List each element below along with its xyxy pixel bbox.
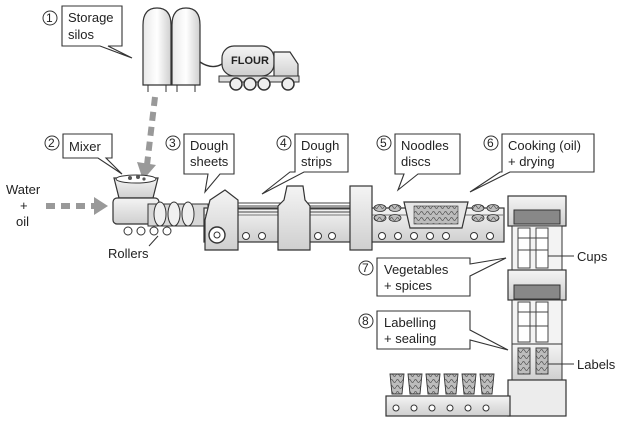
callout-step-2: 2 Mixer (44, 133, 123, 175)
flour-truck: FLOUR (218, 45, 300, 91)
callout-step-5: 5 Noodles discs (376, 133, 461, 192)
labels-label: Labels (577, 357, 616, 372)
oil-label: oil (16, 214, 29, 229)
callout-step-6: 6 Cooking (oil) + drying (469, 133, 595, 193)
rollers (123, 201, 209, 247)
step-6-line2: + drying (508, 154, 555, 169)
step-8-line2: + sealing (384, 331, 436, 346)
noodle-discs (373, 204, 500, 222)
storage-silos (142, 7, 223, 92)
step-6-line1: Cooking (oil) (508, 138, 581, 153)
step-3-line2: sheets (190, 154, 229, 169)
cups-label: Cups (577, 249, 608, 264)
step-2-line1: Mixer (69, 139, 101, 154)
step-4-line2: strips (301, 154, 333, 169)
sheet-press (204, 189, 239, 251)
callout-step-3: 3 Dough sheets (165, 133, 235, 194)
water-plus-label: + (20, 198, 28, 213)
strip-cutter (277, 185, 311, 251)
water-label: Water (6, 182, 41, 197)
step-6-number: 6 (487, 136, 494, 150)
step-1-number: 1 (46, 11, 53, 25)
step-1-line1: Storage (68, 10, 114, 25)
cup-tower-lower (507, 269, 567, 417)
step-7-line2: + spices (384, 278, 433, 293)
frying-tank (403, 201, 469, 229)
step-5-number: 5 (380, 136, 387, 150)
step-7-number: 7 (362, 261, 369, 275)
rollers-label: Rollers (108, 246, 149, 261)
bottom-conveyor (385, 373, 511, 417)
step-5-line1: Noodles (401, 138, 449, 153)
step-1-line2: silos (68, 27, 95, 42)
water-arrow (46, 197, 108, 215)
step-3-line1: Dough (190, 138, 228, 153)
callout-step-1: 1 Storage silos (42, 5, 133, 59)
step-7-line1: Vegetables (384, 262, 449, 277)
finished-cups (389, 373, 495, 395)
callout-step-8: 8 Labelling + sealing (358, 310, 509, 351)
disc-former (349, 185, 373, 251)
step-4-line1: Dough (301, 138, 339, 153)
flour-arrow (137, 96, 158, 180)
step-3-number: 3 (169, 136, 176, 150)
step-8-line1: Labelling (384, 315, 436, 330)
step-2-number: 2 (48, 136, 55, 150)
callout-step-4: 4 Dough strips (261, 133, 349, 195)
step-5-line2: discs (401, 154, 431, 169)
step-4-number: 4 (280, 136, 287, 150)
cup-tower-upper (507, 195, 567, 271)
truck-label: FLOUR (231, 55, 269, 67)
callout-step-7: 7 Vegetables + spices (358, 257, 507, 297)
step-8-number: 8 (362, 314, 369, 328)
